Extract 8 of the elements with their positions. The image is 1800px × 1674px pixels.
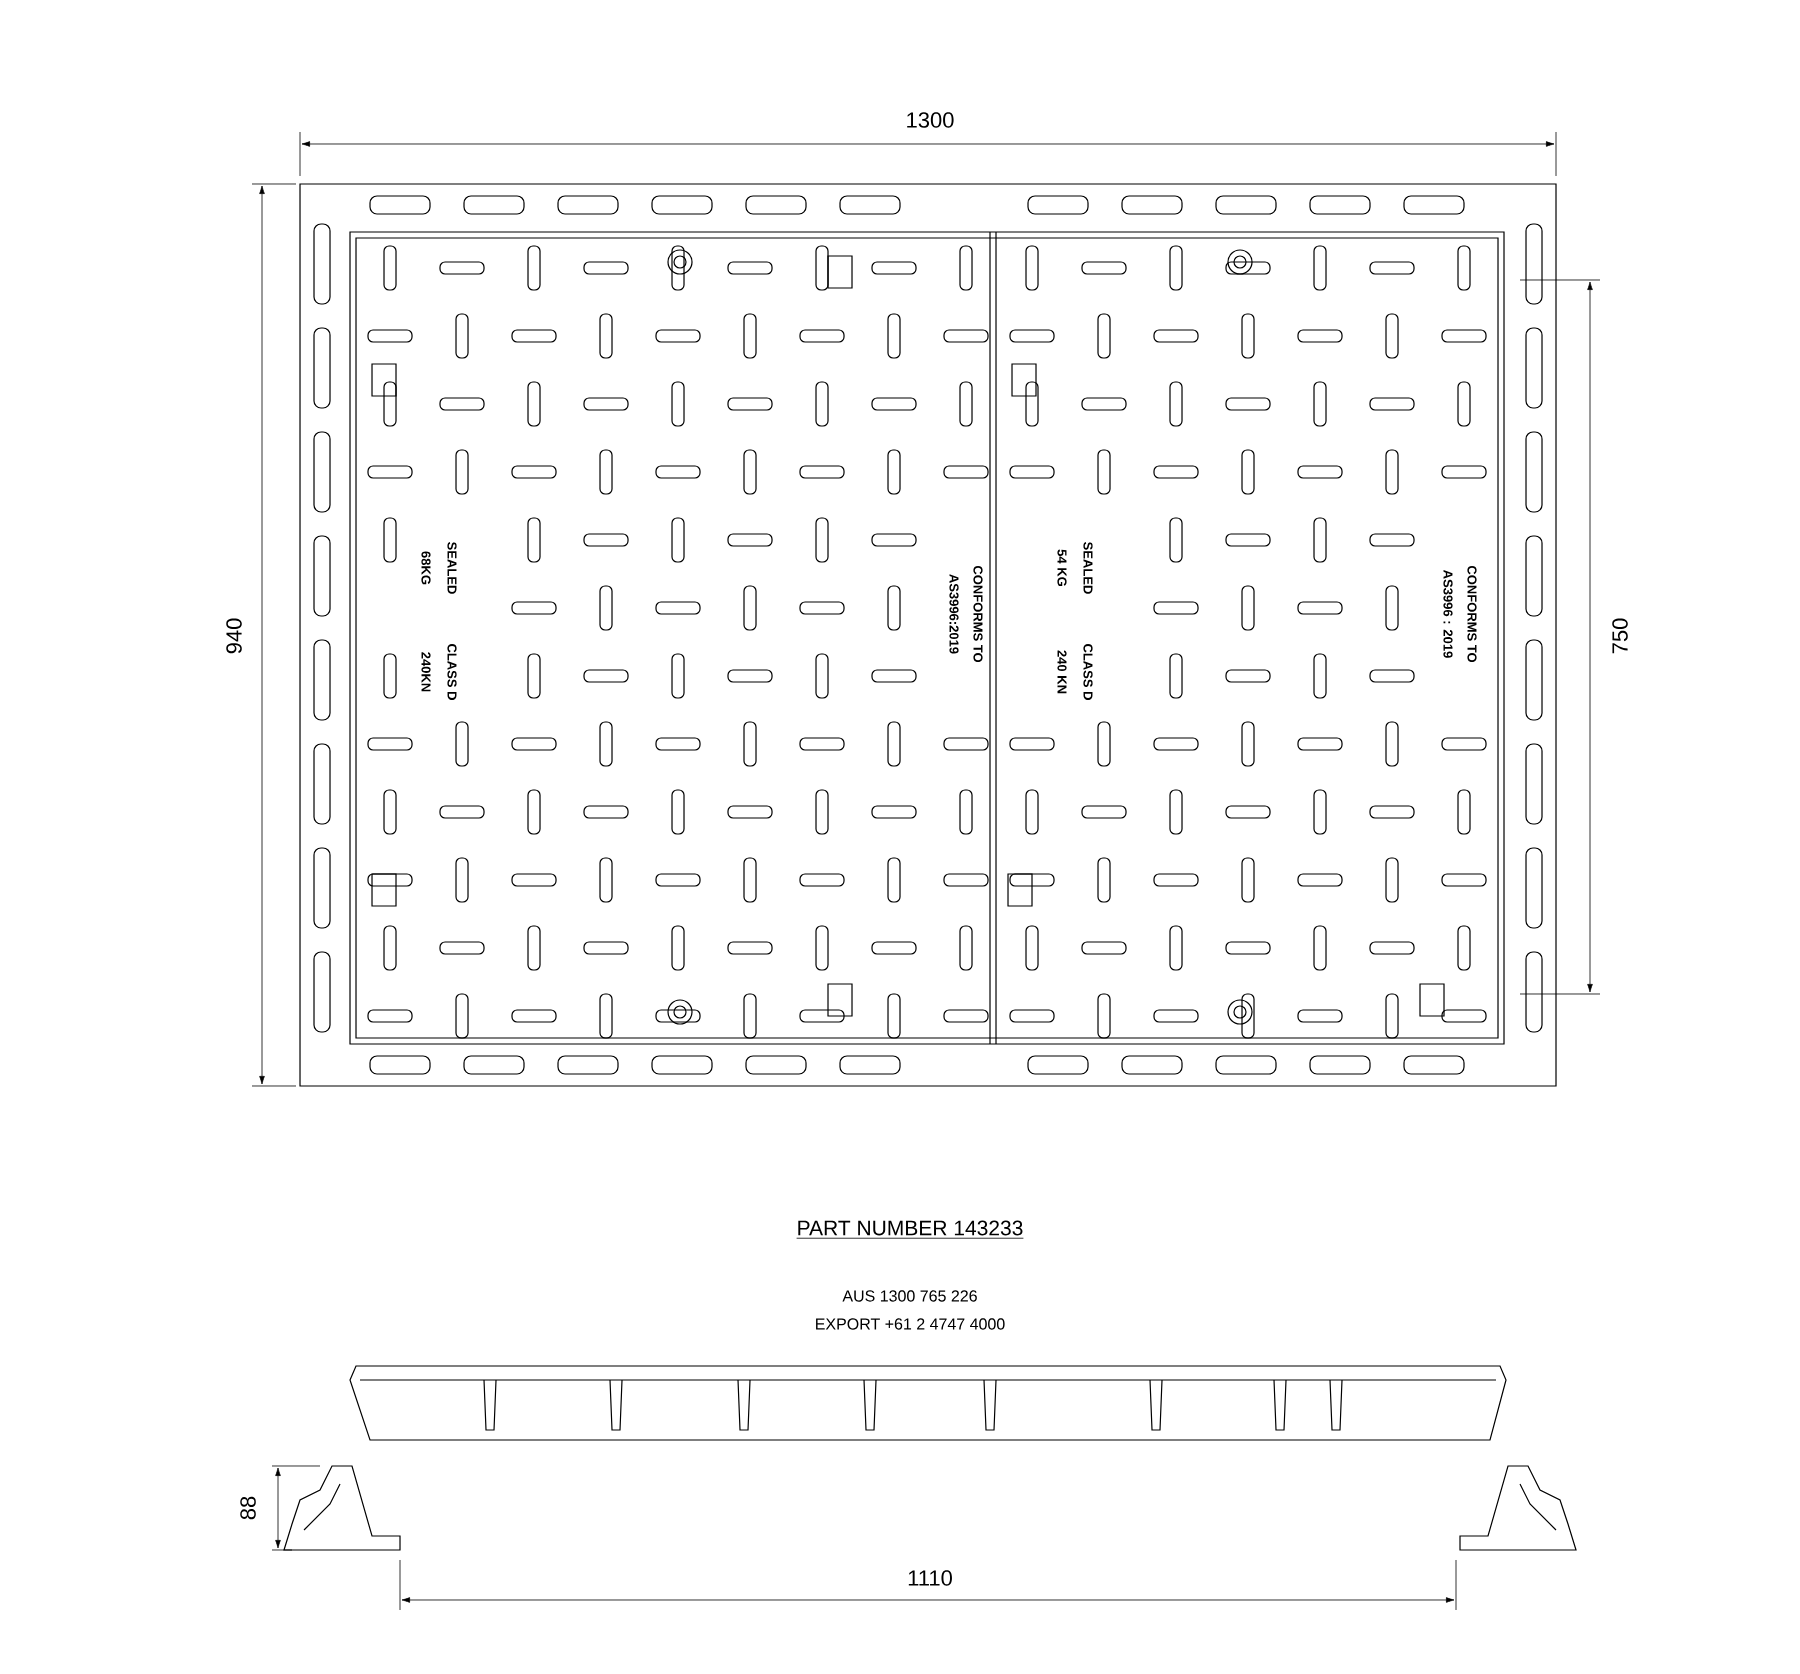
dimension-label: 1110 (908, 1570, 952, 1586)
dimension-label: 1300 (907, 112, 954, 128)
phone-number: EXPORT +61 2 4747 4000 (816, 1318, 1005, 1330)
dimension-label: 750 (1612, 618, 1628, 654)
phone-number: AUS 1300 765 226 (842, 1290, 977, 1302)
dimension-label: 88 (240, 1496, 256, 1520)
dimension-label: 940 (226, 618, 242, 654)
part-number: PART NUMBER 143233 (796, 1220, 1024, 1239)
